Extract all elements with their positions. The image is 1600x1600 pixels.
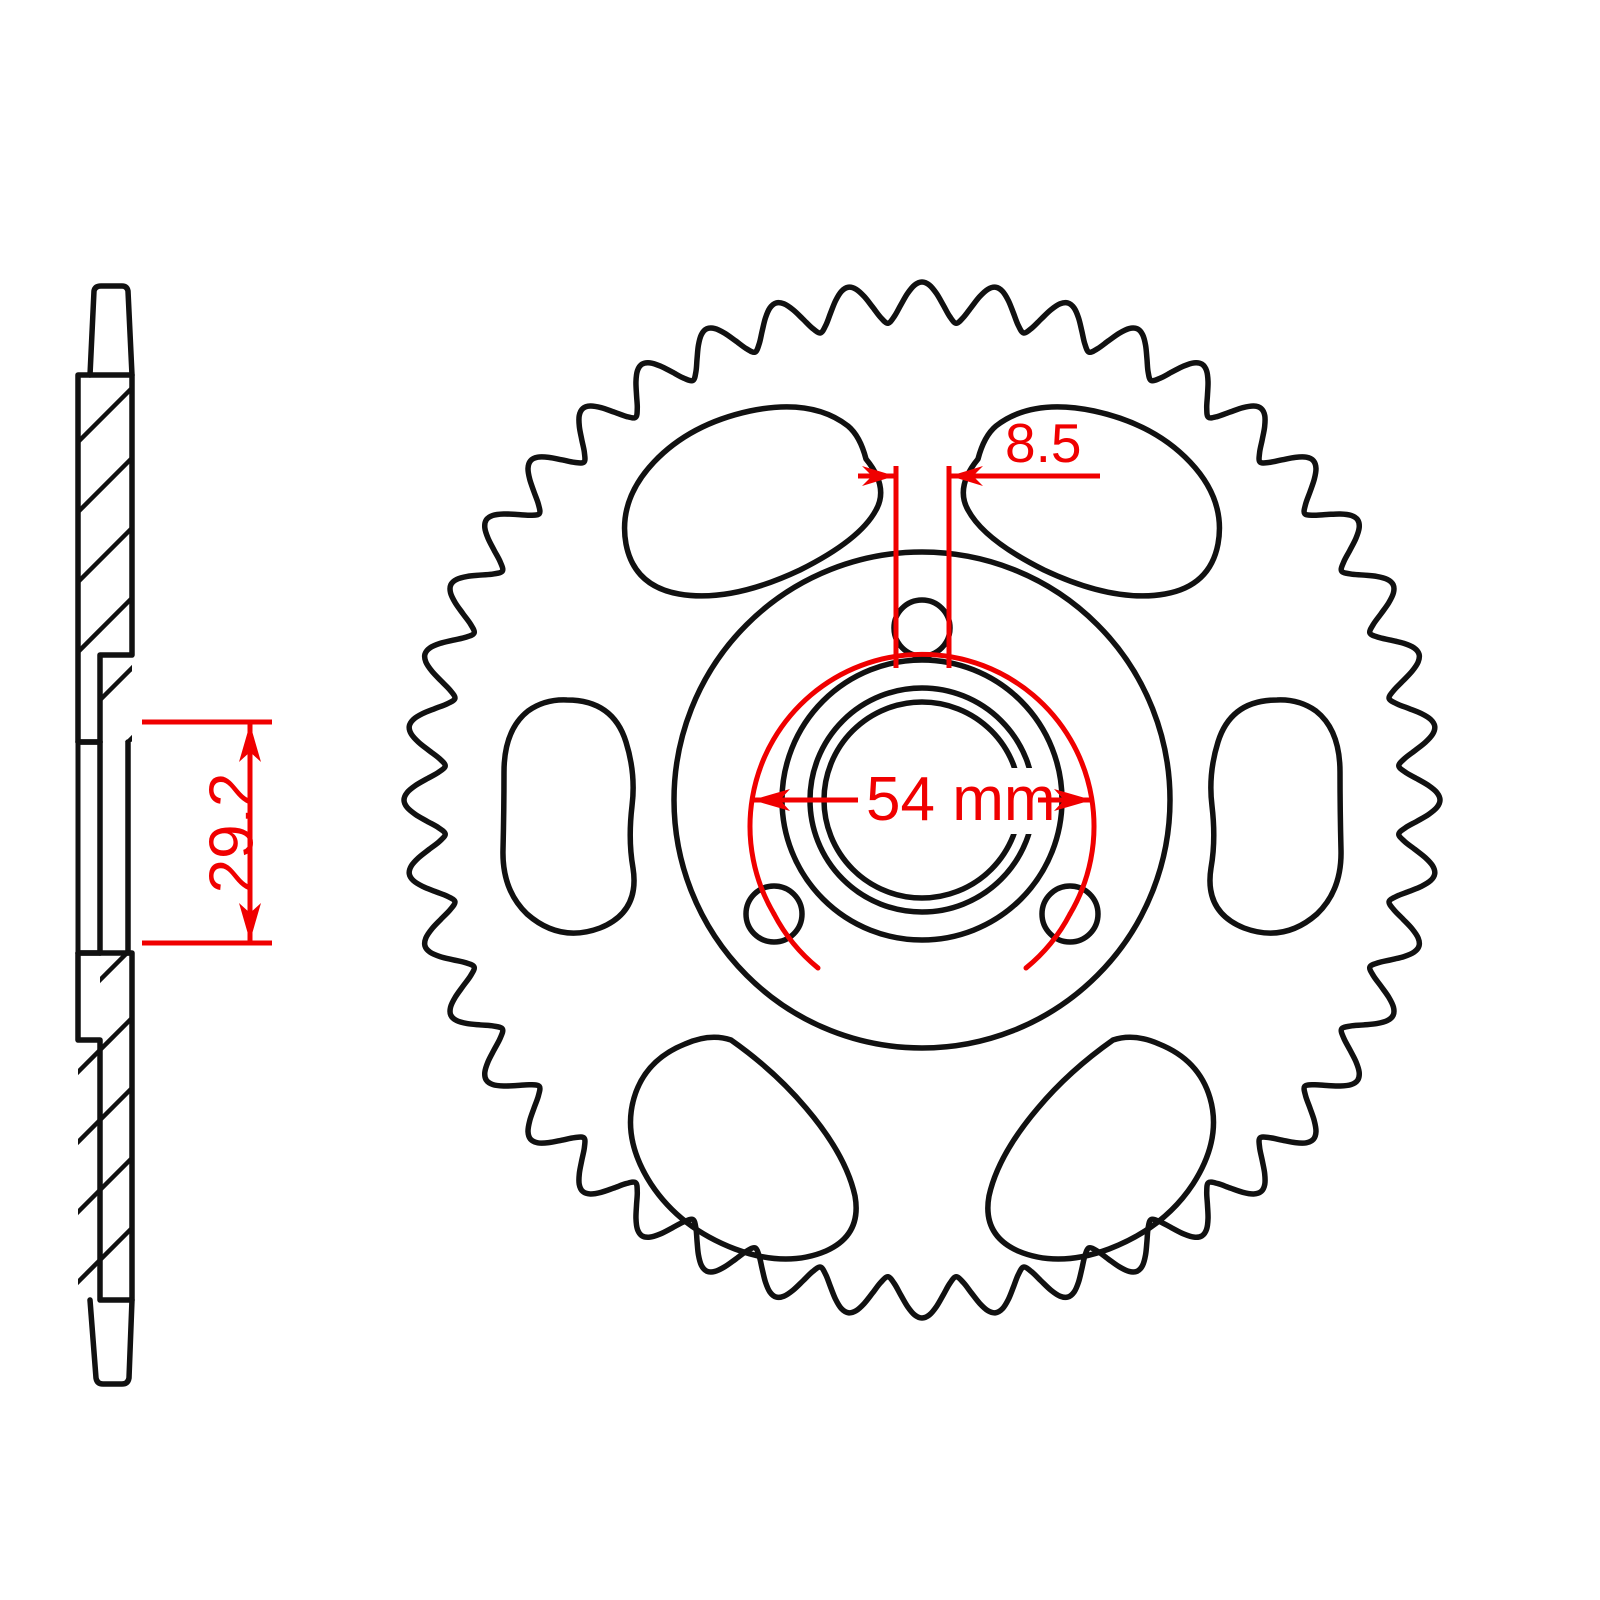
lower-rim-hatching — [78, 1040, 132, 1300]
bolt-hole-arrow-left — [862, 466, 895, 486]
sprocket-web-outer-circle — [671, 549, 1173, 1051]
oval-slot-right — [1207, 697, 1344, 936]
bolt-circle-arrow-right — [1054, 789, 1092, 811]
upper-rim-hatching — [78, 375, 132, 655]
side-view-upper-tooth-tip — [87, 283, 135, 378]
kidney-slot-upper-left — [621, 404, 884, 599]
bolt-circle-arc-tail-right — [1023, 911, 1073, 971]
side-view-central-web — [97, 739, 131, 956]
thickness-value-label: 29.2 — [197, 773, 266, 894]
side-view-lower-tooth-tip — [87, 1297, 135, 1387]
side-view-upper-rim — [75, 372, 135, 745]
bolt-circle-value-label: 54 mm — [866, 765, 1055, 834]
thickness-arrow-bottom — [239, 903, 261, 941]
dimension-bolt-hole: 8.5 — [858, 412, 1100, 668]
side-section-view: 29.2 — [75, 283, 272, 1387]
bolt-circle-arc-main — [747, 651, 1097, 917]
kidney-slot-lower-right — [985, 1034, 1217, 1262]
side-view-lower-rim — [75, 950, 135, 1303]
bolt-circle-arrow-left — [752, 789, 790, 811]
front-plan-view: 8.5 54 mm — [401, 279, 1443, 1321]
dimension-thickness: 29.2 — [142, 719, 272, 946]
kidney-slot-upper-right — [960, 404, 1223, 599]
bolt-circle-label-backdrop — [858, 768, 1038, 834]
thickness-arrow-top — [239, 724, 261, 762]
kidney-slot-lower-left — [627, 1034, 859, 1262]
dimension-bolt-circle: 54 mm — [747, 651, 1097, 971]
oval-slot-left — [500, 697, 637, 936]
bolt-hole-lower-right — [1039, 883, 1101, 945]
bolt-hole-top — [891, 597, 953, 659]
bolt-hole-lower-left — [743, 883, 805, 945]
bolt-circle-arc-tail-left — [771, 911, 821, 971]
bolt-hole-arrow-right — [950, 466, 983, 486]
bolt-hole-value-label: 8.5 — [1005, 412, 1081, 474]
sprocket-tooth-profile — [401, 279, 1443, 1321]
